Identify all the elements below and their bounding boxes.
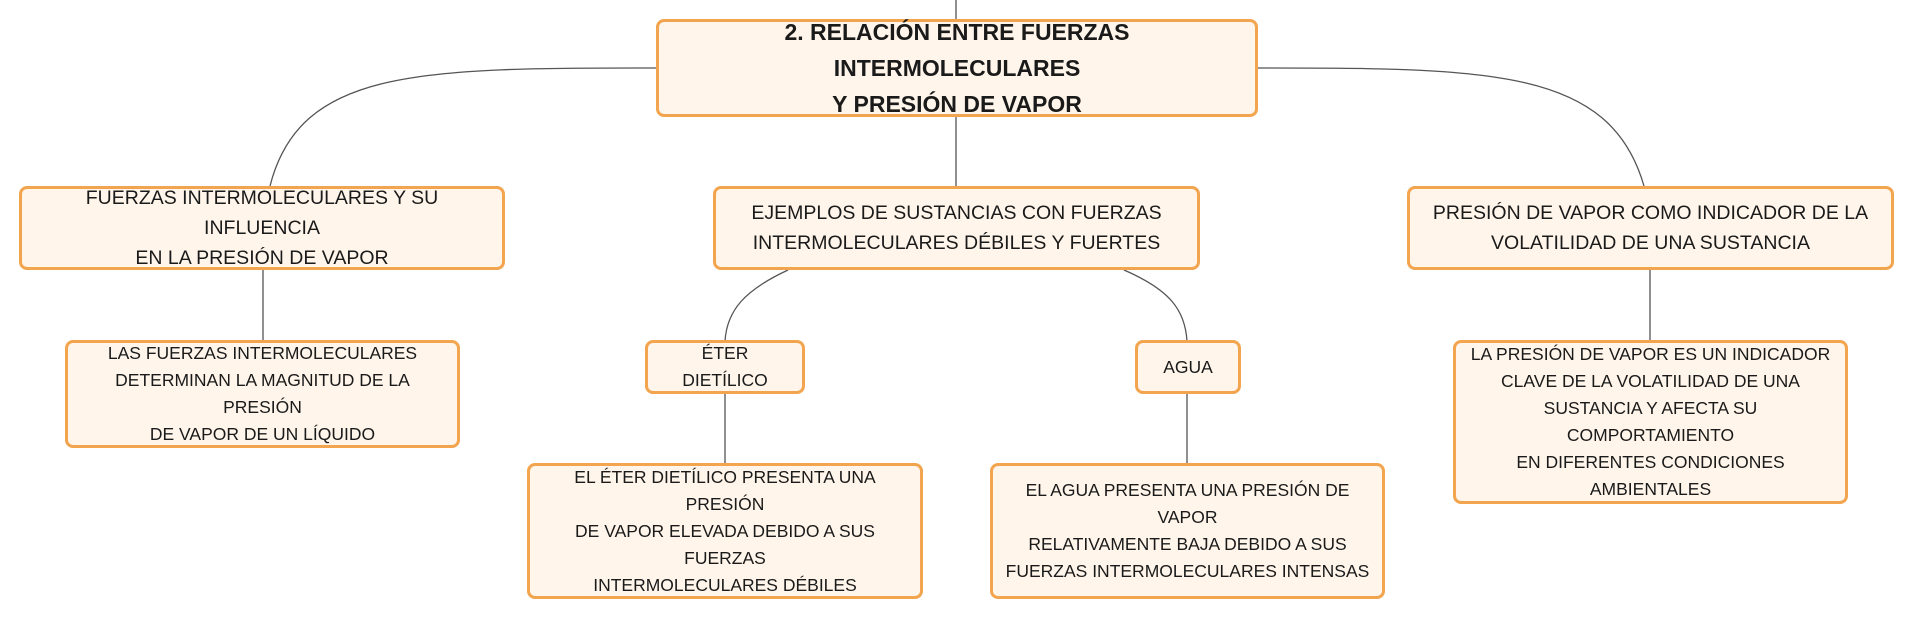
branch-node-fuerzas-influencia[interactable]: FUERZAS INTERMOLECULARES Y SU INFLUENCIA… xyxy=(19,186,505,270)
branch-node-ejemplos[interactable]: EJEMPLOS DE SUSTANCIAS CON FUERZAS INTER… xyxy=(713,186,1200,270)
connector-root-left xyxy=(269,67,659,187)
detail-node-label: LA PRESIÓN DE VAPOR ES UN INDICADOR CLAV… xyxy=(1470,344,1831,499)
root-node-label: 2. RELACIÓN ENTRE FUERZAS INTERMOLECULAR… xyxy=(784,19,1130,117)
detail-node-eter-presion[interactable]: EL ÉTER DIETÍLICO PRESENTA UNA PRESIÓN D… xyxy=(527,463,923,599)
branch-node-label: PRESIÓN DE VAPOR COMO INDICADOR DE LA VO… xyxy=(1432,202,1869,254)
detail-node-agua-presion[interactable]: EL AGUA PRESENTA UNA PRESIÓN DE VAPOR RE… xyxy=(990,463,1385,599)
detail-node-label: LAS FUERZAS INTERMOLECULARES DETERMINAN … xyxy=(107,343,418,444)
subtopic-node-agua[interactable]: AGUA xyxy=(1135,340,1241,394)
detail-node-fuerzas-determinan[interactable]: LAS FUERZAS INTERMOLECULARES DETERMINAN … xyxy=(65,340,460,448)
connector-center-ether xyxy=(724,269,789,342)
detail-node-label: EL AGUA PRESENTA UNA PRESIÓN DE VAPOR RE… xyxy=(1005,480,1370,581)
detail-node-indicador-clave[interactable]: LA PRESIÓN DE VAPOR ES UN INDICADOR CLAV… xyxy=(1453,340,1848,504)
connector-center-water xyxy=(1123,269,1188,342)
root-node[interactable]: 2. RELACIÓN ENTRE FUERZAS INTERMOLECULAR… xyxy=(656,19,1258,117)
connector-root-right xyxy=(1255,67,1645,187)
subtopic-node-eter[interactable]: ÉTER DIETÍLICO xyxy=(645,340,805,394)
branch-node-volatilidad[interactable]: PRESIÓN DE VAPOR COMO INDICADOR DE LA VO… xyxy=(1407,186,1894,270)
detail-node-label: EL ÉTER DIETÍLICO PRESENTA UNA PRESIÓN D… xyxy=(574,466,876,595)
branch-node-label: EJEMPLOS DE SUSTANCIAS CON FUERZAS INTER… xyxy=(751,202,1162,254)
branch-node-label: FUERZAS INTERMOLECULARES Y SU INFLUENCIA… xyxy=(85,187,439,269)
subtopic-node-label: ÉTER DIETÍLICO xyxy=(682,343,768,390)
subtopic-node-label: AGUA xyxy=(1163,356,1213,377)
